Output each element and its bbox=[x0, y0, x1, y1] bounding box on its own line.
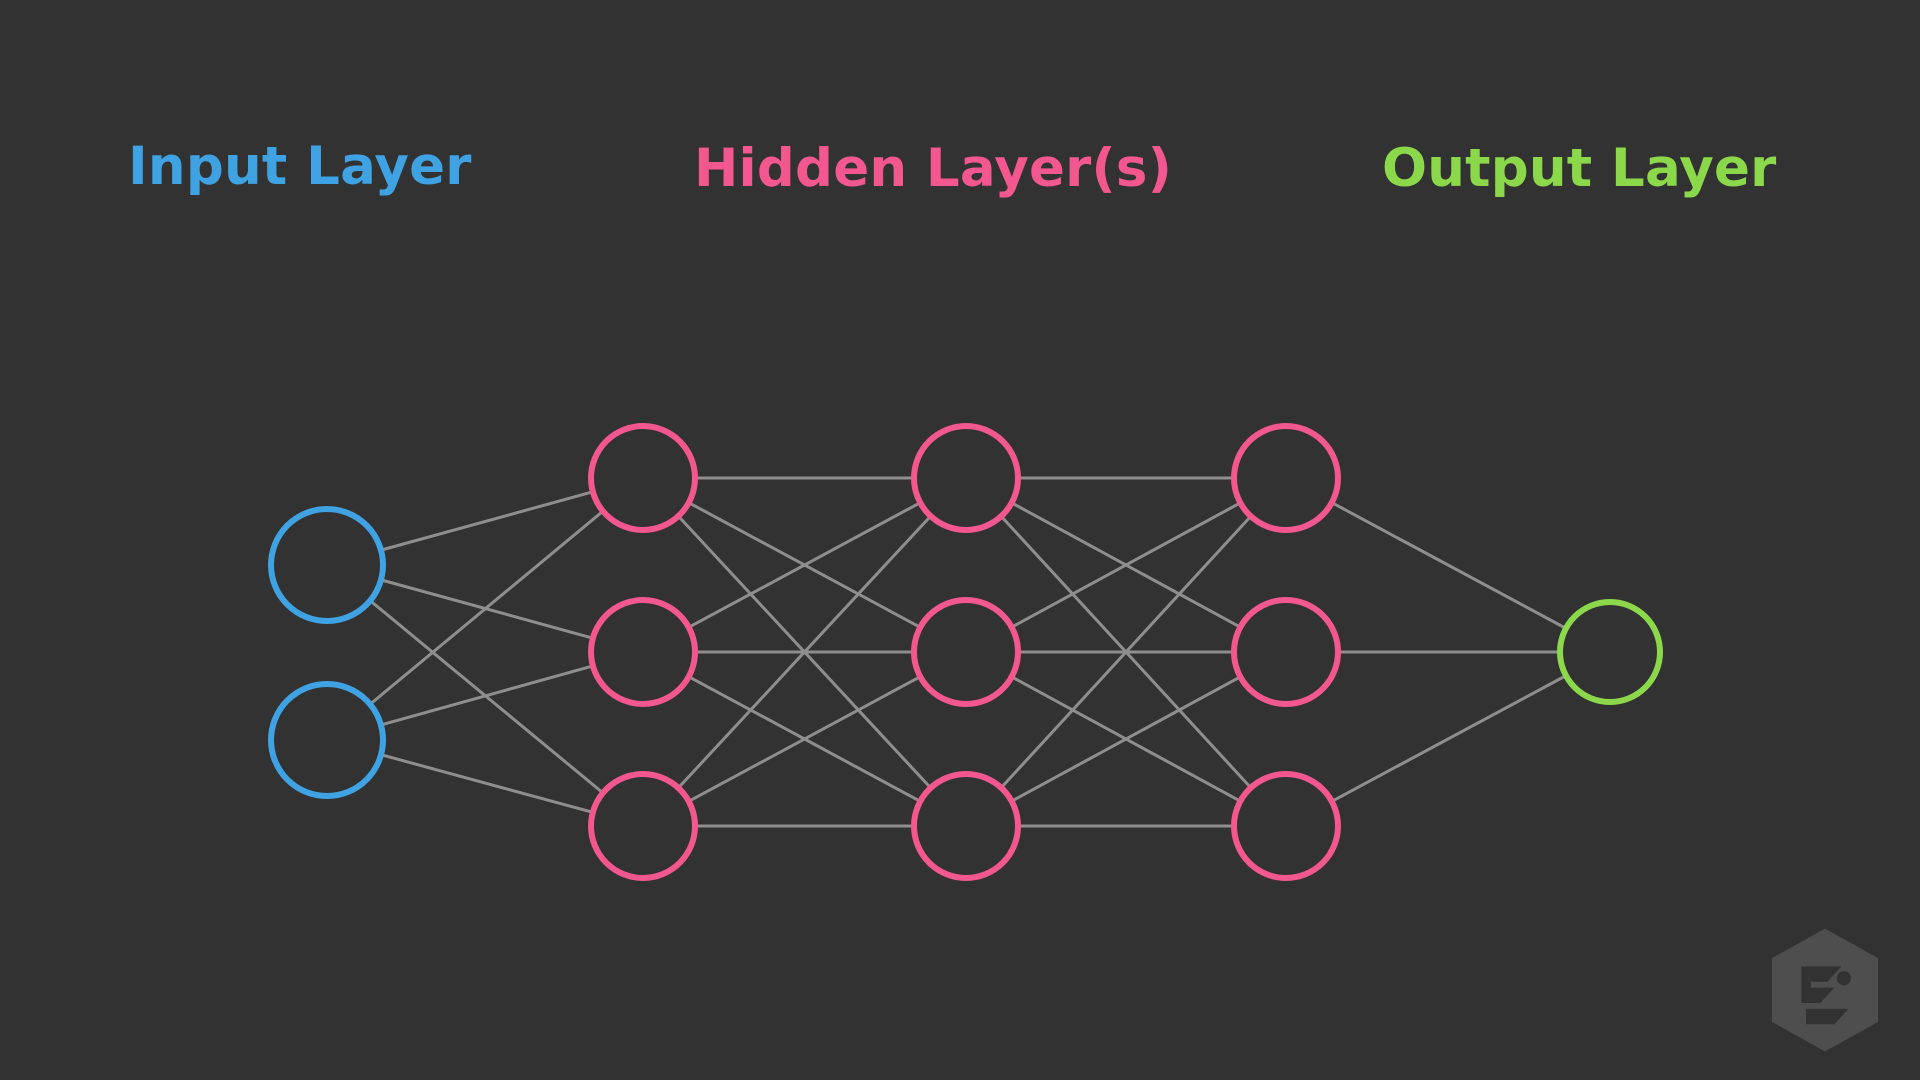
connection-edge bbox=[688, 675, 921, 803]
connection-edge bbox=[1000, 515, 1252, 789]
connection-edge bbox=[688, 501, 921, 629]
connection-edge bbox=[380, 753, 594, 814]
connection-edge bbox=[1011, 501, 1241, 629]
connection-edge bbox=[677, 515, 932, 789]
hidden-node-h2_2[interactable] bbox=[911, 597, 1021, 707]
connection-edge bbox=[380, 664, 594, 727]
hidden-node-h3_2[interactable] bbox=[1231, 597, 1341, 707]
connection-edge bbox=[1331, 674, 1567, 803]
hidden-node-h1_2[interactable] bbox=[588, 597, 698, 707]
output-node-o1[interactable] bbox=[1557, 599, 1663, 705]
hidden-node-h3_3[interactable] bbox=[1231, 771, 1341, 881]
edges-group bbox=[369, 476, 1567, 828]
hidden-node-h2_1[interactable] bbox=[911, 423, 1021, 533]
hidden-node-h1_3[interactable] bbox=[588, 771, 698, 881]
connection-edge bbox=[1331, 501, 1567, 630]
input-node-i2[interactable] bbox=[268, 681, 386, 799]
connection-edge bbox=[369, 510, 604, 706]
hidden-node-h3_1[interactable] bbox=[1231, 423, 1341, 533]
logo-dot bbox=[1836, 971, 1851, 986]
hidden-node-h2_3[interactable] bbox=[911, 771, 1021, 881]
connection-edge bbox=[1011, 675, 1241, 803]
nodes-group bbox=[268, 423, 1663, 881]
connection-edge bbox=[380, 490, 594, 552]
logo-hex-shape bbox=[1771, 928, 1879, 1052]
logo-glyph-upper bbox=[1801, 966, 1842, 1003]
input-node-i1[interactable] bbox=[268, 506, 386, 624]
hidden-node-h1_1[interactable] bbox=[588, 423, 698, 533]
logo-glyph-lower bbox=[1806, 1008, 1849, 1025]
brand-logo-watermark bbox=[1771, 928, 1879, 1052]
